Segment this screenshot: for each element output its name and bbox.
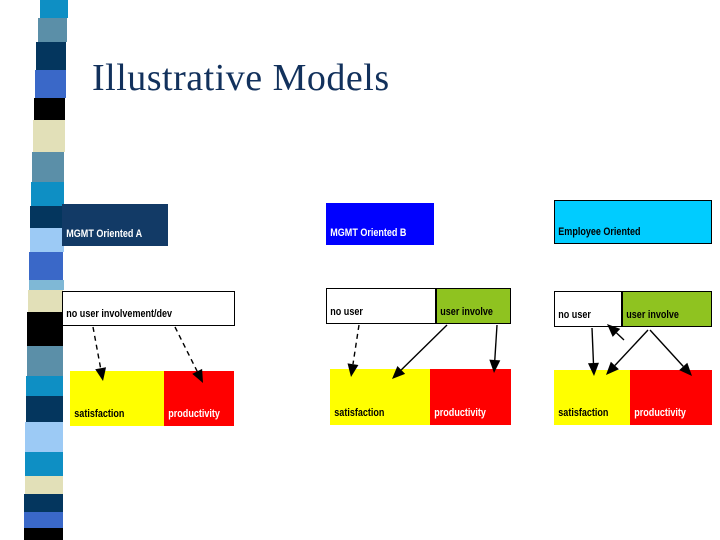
color-bar-block — [33, 120, 65, 152]
color-bar-block — [27, 346, 63, 376]
model-employee-oriented-outcome-box: productivity — [630, 370, 712, 425]
color-bar-block — [25, 452, 63, 476]
color-bar-block — [25, 422, 63, 452]
color-bar-block — [26, 376, 63, 396]
color-bar-block — [38, 18, 67, 42]
color-bar-block — [32, 152, 64, 182]
model-mgmt-oriented-a-outcome-box: satisfaction — [70, 371, 164, 426]
model-employee-oriented-arrow-no-user-to-satisfaction — [587, 327, 599, 376]
model-mgmt-oriented-b-arrow-user-involve-to-productivity — [489, 324, 501, 373]
model-mgmt-oriented-b-middle-box: no user — [326, 288, 436, 324]
color-bar-block — [28, 290, 63, 312]
model-mgmt-oriented-a-middle-box: no user involvement/dev — [62, 291, 235, 326]
model-mgmt-oriented-b-outcome-box: productivity — [430, 369, 511, 425]
model-employee-oriented-middle-box: no user — [554, 291, 622, 327]
box-label: user involve — [440, 306, 493, 318]
box-label: satisfaction — [74, 408, 125, 420]
color-bar-block — [30, 228, 64, 252]
color-bar-block — [31, 182, 64, 206]
box-label: productivity — [168, 408, 220, 420]
color-bar-block — [24, 512, 63, 528]
model-employee-oriented-middle-box: user involve — [622, 291, 712, 327]
color-bar-block — [35, 70, 66, 98]
model-employee-oriented-arrow-user-involve-to-satisfaction — [606, 329, 649, 375]
box-label: MGMT Oriented B — [330, 227, 407, 239]
model-employee-oriented-outcome-box: satisfaction — [554, 370, 630, 425]
box-label: no user — [558, 309, 591, 321]
color-bar-block — [36, 42, 66, 70]
color-bar-block — [25, 476, 63, 494]
box-label: MGMT Oriented A — [66, 228, 143, 240]
box-label: productivity — [634, 407, 686, 419]
page-title: Illustrative Models — [92, 57, 390, 99]
model-mgmt-oriented-a-outcome-box: productivity — [164, 371, 234, 426]
color-bar-block — [30, 206, 63, 228]
decorative-color-bar — [0, 0, 90, 540]
box-label: satisfaction — [558, 407, 609, 419]
color-bar-block — [26, 396, 63, 422]
box-label: satisfaction — [334, 407, 385, 419]
color-bar-block — [29, 252, 63, 280]
color-bar-block — [40, 0, 68, 18]
color-bar-block — [27, 312, 63, 346]
model-mgmt-oriented-a-header-box: MGMT Oriented A — [62, 204, 168, 246]
color-bar-block — [29, 280, 64, 290]
model-mgmt-oriented-b-header-box: MGMT Oriented B — [326, 203, 434, 245]
model-employee-oriented-header-box: Employee Oriented — [554, 200, 712, 244]
box-label: no user involvement/dev — [66, 308, 173, 320]
model-mgmt-oriented-b-middle-box: user involve — [436, 288, 511, 324]
box-label: no user — [330, 306, 363, 318]
model-mgmt-oriented-b-outcome-box: satisfaction — [330, 369, 430, 425]
color-bar-block — [24, 528, 63, 540]
color-bar-block — [24, 494, 63, 512]
box-label: Employee Oriented — [558, 226, 641, 238]
color-bar-block — [34, 98, 65, 120]
box-label: productivity — [434, 407, 486, 419]
box-label: user involve — [626, 309, 679, 321]
